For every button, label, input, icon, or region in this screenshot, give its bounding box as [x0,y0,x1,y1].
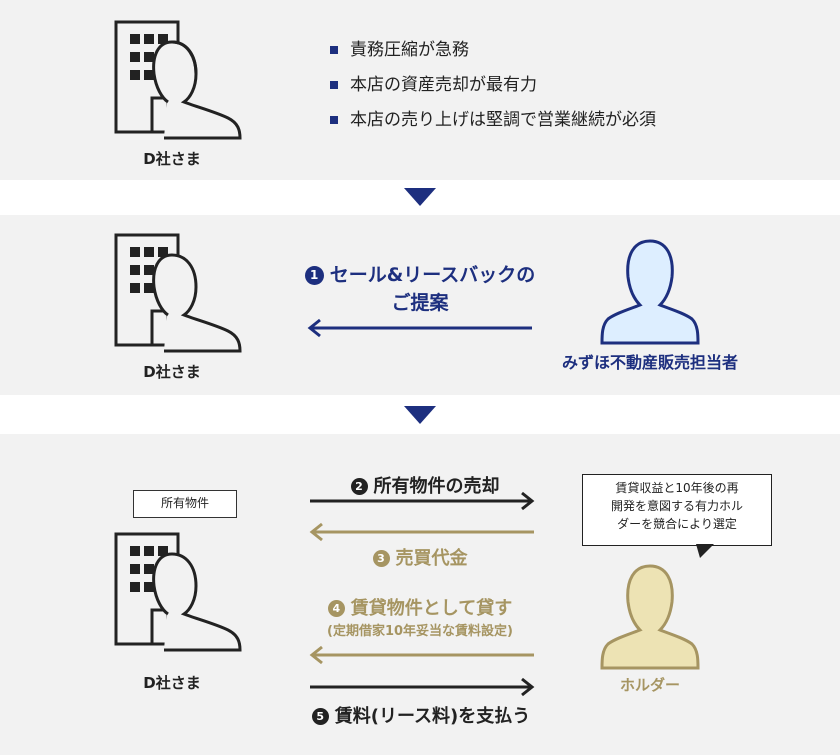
company-label: D社さま [143,674,201,692]
holder-callout: 賃貸収益と10年後の再 開発を意図する有力ホル ダーを競合により選定 [582,474,772,546]
mizuho-staff-label: みずほ不動産販売担当者 [561,353,738,372]
step-4-note: (定期借家10年妥当な賃料設定) [327,624,513,639]
situation-list: 責務圧縮が急務 本店の資産売却が最有力 本店の売り上げは堅調で営業継続が必須 [330,33,656,138]
company-label: D社さま [143,150,201,168]
left-arrow-icon [307,318,532,338]
list-item: 責務圧縮が急務 [330,33,656,68]
right-arrow-icon [310,491,535,511]
property-label: 所有物件 [133,490,237,518]
holder-person-icon [600,564,700,670]
holder-label: ホルダー [619,676,680,694]
list-item: 本店の資産売却が最有力 [330,68,656,103]
down-arrow-icon [404,406,436,424]
callout-tail-icon [696,544,714,558]
right-arrow-icon [310,677,535,697]
building-person-icon [114,233,242,353]
mizuho-person-icon [600,239,700,345]
down-arrow-icon [404,188,436,206]
building-person-icon [114,532,242,652]
left-arrow-icon [309,522,534,542]
list-item: 本店の売り上げは堅調で営業継続が必須 [330,103,656,138]
building-person-icon [114,20,242,140]
left-arrow-icon [309,645,534,665]
situation-panel: D社さま 責務圧縮が急務 本店の資産売却が最有力 本店の売り上げは堅調で営業継続… [0,0,840,180]
company-label: D社さま [143,363,201,381]
